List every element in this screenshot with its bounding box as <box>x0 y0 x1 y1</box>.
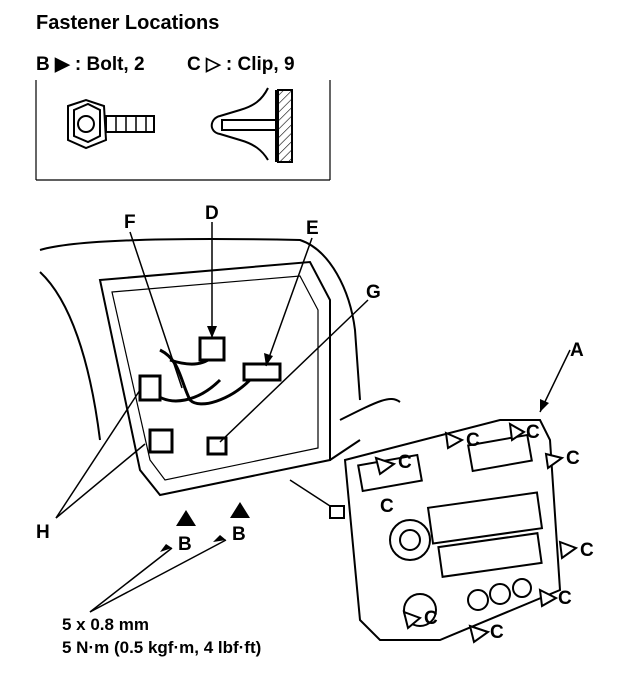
callout-c-8: C <box>424 608 438 629</box>
callout-a: A <box>570 340 584 361</box>
fastener-size: 5 x 0.8 mm <box>62 615 149 634</box>
bolt-markers <box>176 502 250 526</box>
callout-c-7: C <box>558 588 572 609</box>
legend-box <box>35 80 331 181</box>
callout-b-1: B <box>178 534 192 555</box>
callout-c-3: C <box>526 422 540 443</box>
audio-panel <box>329 419 562 641</box>
torque-spec: 5 N·m (0.5 kgf·m, 4 lbf·ft) <box>62 638 262 657</box>
callout-c-2: C <box>466 430 480 451</box>
dashboard-outline <box>39 238 401 497</box>
leader-lines <box>55 222 571 613</box>
leader-arrowheads <box>160 326 549 552</box>
callout-c-1: C <box>398 452 412 473</box>
callout-c-4: C <box>566 448 580 469</box>
wire-harness <box>138 336 282 456</box>
callout-b-2: B <box>232 524 246 545</box>
callout-d: D <box>205 203 219 224</box>
bolt-legend: B ▶ : Bolt, 2 <box>36 54 145 75</box>
clip-legend: C ▷ : Clip, 9 <box>187 54 295 75</box>
callout-e: E <box>306 218 319 239</box>
bolt-icon <box>67 98 155 150</box>
callout-c-5: C <box>380 496 394 517</box>
page-title: Fastener Locations <box>36 12 220 34</box>
callout-c-9: C <box>490 622 504 643</box>
callout-g: G <box>366 282 381 303</box>
clip-icon <box>210 87 293 163</box>
clip-markers <box>374 422 579 644</box>
callout-c-6: C <box>580 540 594 561</box>
callout-h: H <box>36 522 50 543</box>
callout-f: F <box>124 212 136 233</box>
